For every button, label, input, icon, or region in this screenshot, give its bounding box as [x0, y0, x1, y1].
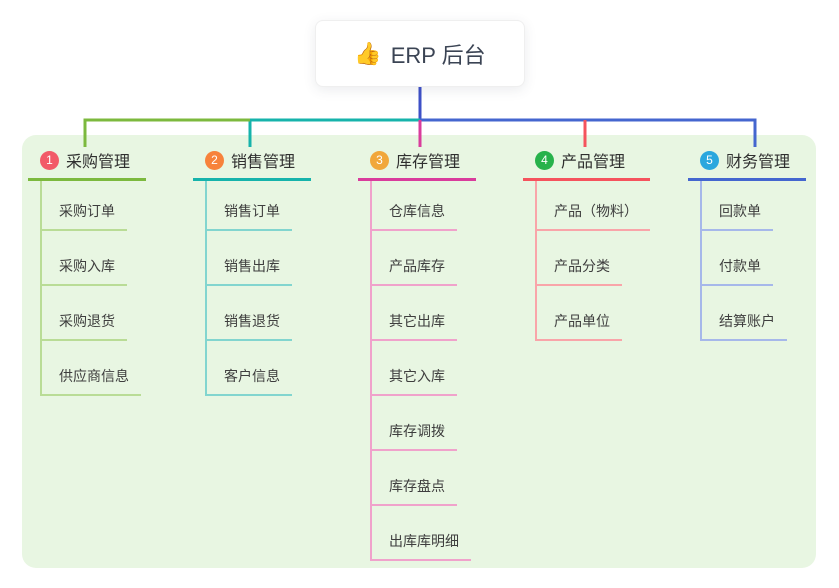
branch-label: 销售管理: [231, 154, 296, 171]
child-node-row: 其它出库: [372, 286, 471, 341]
child-node[interactable]: 产品库存: [372, 256, 457, 286]
child-node-row: 客户信息: [207, 341, 292, 396]
child-node[interactable]: 库存盘点: [372, 476, 457, 506]
child-node-row: 供应商信息: [42, 341, 141, 396]
child-node[interactable]: 付款单: [702, 256, 773, 286]
branch-label: 产品管理: [561, 154, 626, 171]
child-node-row: 产品（物料）: [537, 181, 650, 231]
branch-number-badge: 4: [535, 150, 554, 170]
child-node[interactable]: 采购退货: [42, 311, 127, 341]
child-node-row: 仓库信息: [372, 181, 471, 231]
child-node-row: 采购订单: [42, 181, 141, 231]
branch-children: 仓库信息 产品库存 其它出库 其它入库 库存调拨 库存盘点 出库库明细: [370, 181, 471, 561]
child-node-row: 出库库明细: [372, 506, 471, 561]
branch-column-1: 1 采购管理 采购订单 采购入库 采购退货 供应商信息: [28, 148, 146, 396]
branches-background-panel: [22, 135, 816, 568]
child-node[interactable]: 出库库明细: [372, 531, 471, 561]
child-node-row: 产品库存: [372, 231, 471, 286]
child-node-row: 库存盘点: [372, 451, 471, 506]
child-node-row: 付款单: [702, 231, 787, 286]
child-node[interactable]: 销售订单: [207, 201, 292, 231]
branch-children: 产品（物料） 产品分类 产品单位: [535, 181, 650, 341]
branch-number-badge: 1: [40, 150, 59, 170]
child-node-row: 产品单位: [537, 286, 650, 341]
child-node[interactable]: 其它出库: [372, 311, 457, 341]
child-node[interactable]: 采购入库: [42, 256, 127, 286]
branch-children: 采购订单 采购入库 采购退货 供应商信息: [40, 181, 141, 396]
child-node-row: 销售出库: [207, 231, 292, 286]
branch-column-4: 4 产品管理 产品（物料） 产品分类 产品单位: [523, 148, 650, 341]
child-node[interactable]: 销售退货: [207, 311, 292, 341]
child-node-row: 其它入库: [372, 341, 471, 396]
child-node[interactable]: 产品（物料）: [537, 201, 650, 231]
child-node-row: 库存调拨: [372, 396, 471, 451]
child-node-row: 产品分类: [537, 231, 650, 286]
branch-column-3: 3 库存管理 仓库信息 产品库存 其它出库 其它入库 库存调拨 库存盘点 出库库…: [358, 148, 476, 561]
child-node[interactable]: 产品单位: [537, 311, 622, 341]
child-node[interactable]: 其它入库: [372, 366, 457, 396]
branch-label: 库存管理: [396, 154, 461, 171]
child-node-row: 结算账户: [702, 286, 787, 341]
branch-label: 财务管理: [726, 154, 791, 171]
branch-children: 销售订单 销售出库 销售退货 客户信息: [205, 181, 292, 396]
branch-node[interactable]: 4 产品管理: [523, 148, 650, 181]
branch-node[interactable]: 3 库存管理: [358, 148, 476, 181]
child-node-row: 销售订单: [207, 181, 292, 231]
child-node[interactable]: 供应商信息: [42, 366, 141, 396]
branch-column-2: 2 销售管理 销售订单 销售出库 销售退货 客户信息: [193, 148, 311, 396]
branch-node[interactable]: 1 采购管理: [28, 148, 146, 181]
branch-children: 回款单 付款单 结算账户: [700, 181, 787, 341]
child-node[interactable]: 客户信息: [207, 366, 292, 396]
branch-number-badge: 3: [370, 150, 389, 170]
branch-label: 采购管理: [66, 154, 131, 171]
child-node[interactable]: 库存调拨: [372, 421, 457, 451]
root-node-label: ERP 后台: [390, 42, 486, 68]
child-node-row: 销售退货: [207, 286, 292, 341]
thumbs-up-icon: 👍: [354, 40, 382, 66]
child-node-row: 回款单: [702, 181, 787, 231]
branch-node[interactable]: 5 财务管理: [688, 148, 806, 181]
child-node-row: 采购退货: [42, 286, 141, 341]
branch-column-5: 5 财务管理 回款单 付款单 结算账户: [688, 148, 806, 341]
child-node[interactable]: 回款单: [702, 201, 773, 231]
child-node-row: 采购入库: [42, 231, 141, 286]
child-node[interactable]: 仓库信息: [372, 201, 457, 231]
child-node[interactable]: 销售出库: [207, 256, 292, 286]
branch-number-badge: 2: [205, 150, 224, 170]
child-node[interactable]: 结算账户: [702, 311, 787, 341]
child-node[interactable]: 采购订单: [42, 201, 127, 231]
root-node-erp[interactable]: 👍 ERP 后台: [315, 20, 525, 87]
branch-node[interactable]: 2 销售管理: [193, 148, 311, 181]
branch-number-badge: 5: [700, 150, 719, 170]
child-node[interactable]: 产品分类: [537, 256, 622, 286]
